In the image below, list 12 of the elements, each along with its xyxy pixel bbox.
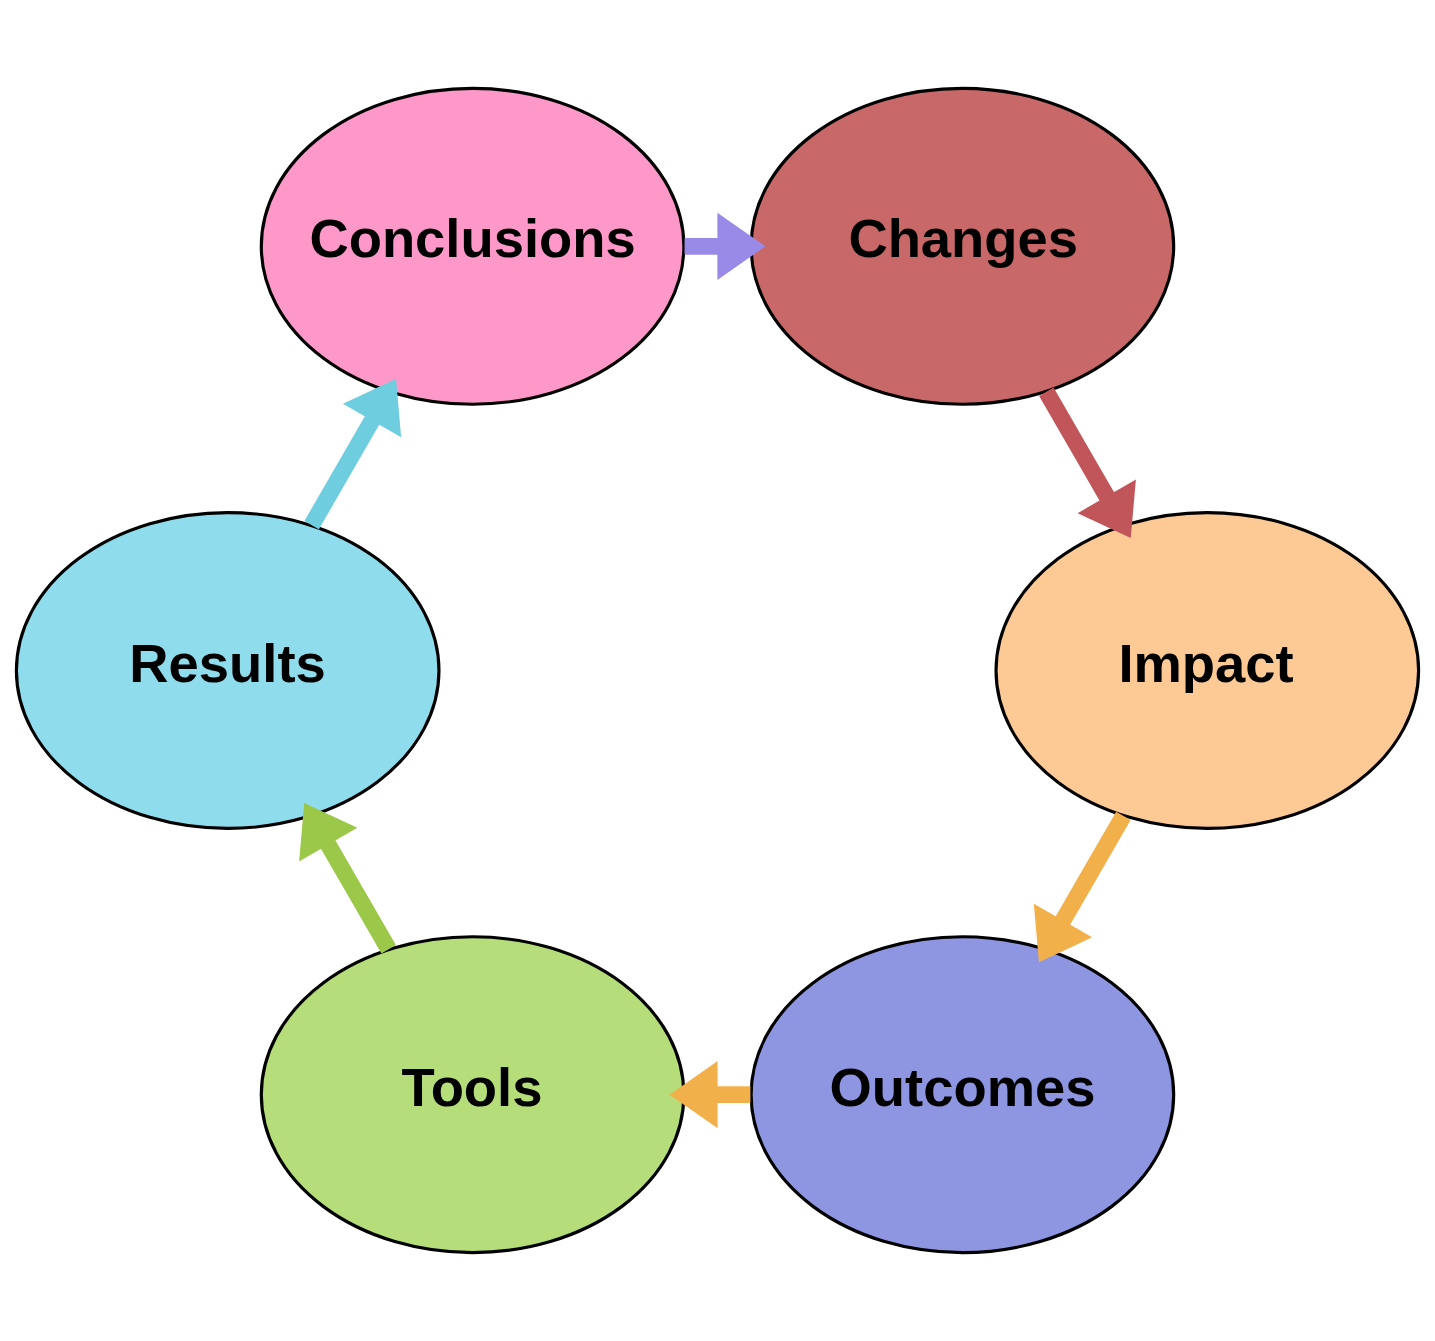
node-ellipse: Changes: [749, 86, 1176, 406]
arrow: [684, 212, 766, 280]
node-ellipse: Impact: [994, 511, 1421, 830]
arrow: [1033, 811, 1131, 963]
arrow: [1039, 387, 1136, 538]
node-ellipse: Outcomes: [749, 935, 1176, 1255]
node-ellipse: Results: [14, 511, 441, 830]
arrow: [299, 803, 396, 954]
arrow: [669, 1061, 751, 1129]
node-ellipse: Conclusions: [259, 86, 686, 406]
node-ellipse: Tools: [259, 935, 686, 1255]
arrow: [304, 378, 402, 530]
